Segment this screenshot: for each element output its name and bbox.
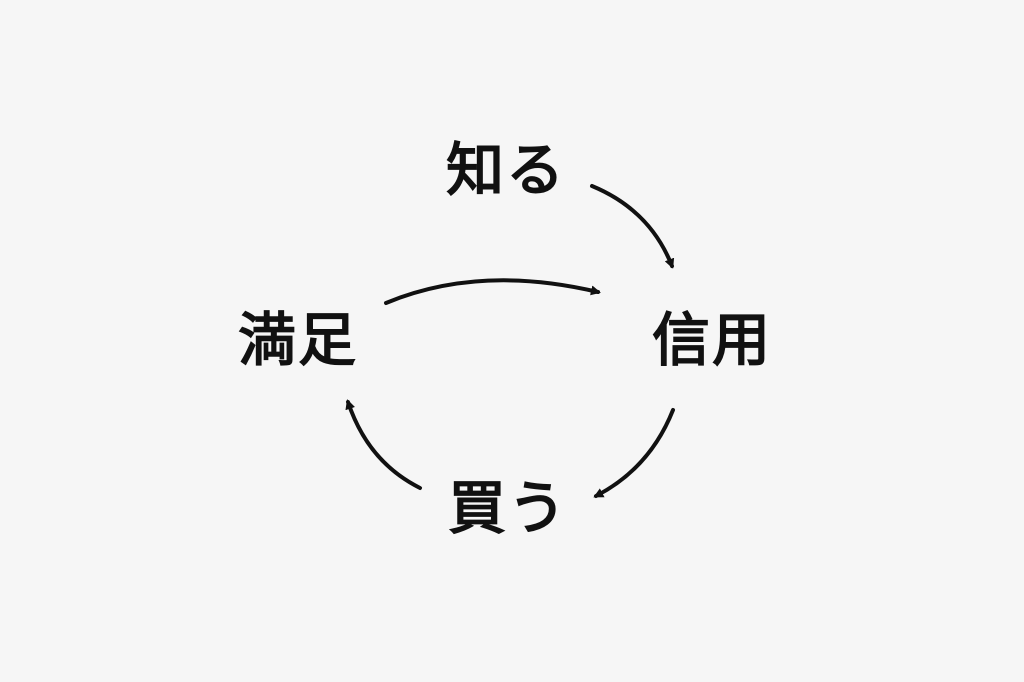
node-satisfy: 満足: [238, 306, 359, 374]
node-trust: 信用: [652, 306, 773, 374]
arrow-satisfy-to-trust: [384, 278, 601, 305]
node-know: 知る: [446, 136, 567, 204]
node-buy: 買う: [448, 474, 569, 542]
arrow-buy-to-satisfy: [345, 399, 422, 490]
arrow-know-to-trust: [590, 184, 675, 269]
arrow-trust-to-buy: [593, 408, 675, 498]
